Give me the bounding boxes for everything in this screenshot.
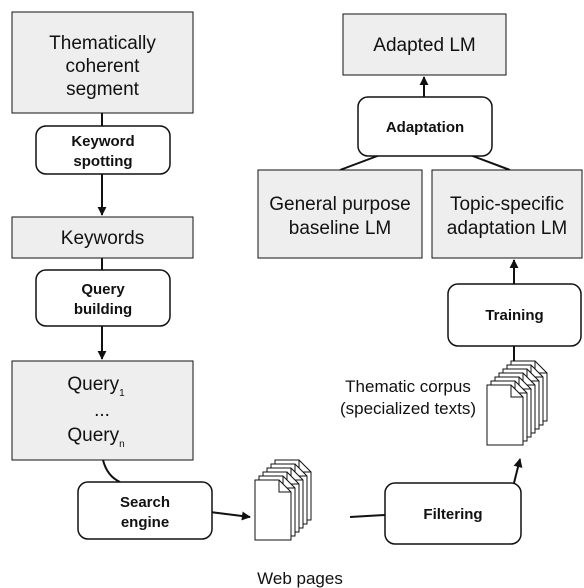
general-baseline-lm-line-2: baseline LM <box>289 218 391 239</box>
training-box: Training <box>447 283 582 347</box>
query-n-label: Queryn <box>67 425 124 450</box>
edge-queries-to-searchengine <box>102 459 121 483</box>
thematic-corpus-stack-icon <box>486 360 548 446</box>
edge-generallm-to-adaptation <box>339 154 381 171</box>
keywords-label: Keywords <box>61 228 144 249</box>
search-engine-line-2: engine <box>121 514 169 531</box>
thematic-segment-box: Thematically coherent segment <box>11 11 194 114</box>
query-building-box: Query building <box>35 269 171 327</box>
filtering-label: Filtering <box>423 506 482 523</box>
keyword-spotting-box: Keyword spotting <box>35 125 171 175</box>
training-label: Training <box>485 307 543 324</box>
filtering-box: Filtering <box>384 482 522 545</box>
thematic-segment-line-3: segment <box>66 79 140 100</box>
query-1-label: Query1 <box>67 374 125 399</box>
search-engine-line-1: Search <box>120 494 170 511</box>
queries-ellipsis: ... <box>94 400 110 421</box>
keyword-spotting-line-2: spotting <box>73 153 132 170</box>
web-pages-stack-icon <box>254 459 312 541</box>
search-engine-box: Search engine <box>77 481 213 540</box>
thematic-corpus-line-1: Thematic corpus <box>345 377 471 396</box>
edge-filtering-to-corpus <box>513 458 523 484</box>
topic-specific-lm-line-2: adaptation LM <box>447 218 567 239</box>
query-building-line-2: building <box>74 301 132 318</box>
edge-searchengine-to-webpages <box>209 511 251 521</box>
thematic-segment-line-1: Thematically <box>49 33 156 54</box>
adapted-lm-label: Adapted LM <box>373 35 475 56</box>
general-baseline-lm-line-1: General purpose <box>269 194 411 215</box>
thematic-corpus-line-2: (specialized texts) <box>340 399 476 418</box>
adaptation-box: Adaptation <box>357 96 493 157</box>
general-baseline-lm-box: General purpose baseline LM <box>257 169 423 259</box>
edge-topiclm-to-adaptation <box>469 154 511 171</box>
keywords-box: Keywords <box>11 216 194 259</box>
web-pages-label: Web pages <box>257 569 343 588</box>
thematic-segment-line-2: coherent <box>66 56 141 77</box>
topic-specific-lm-box: Topic-specific adaptation LM <box>431 169 583 259</box>
adapted-lm-box: Adapted LM <box>342 13 507 76</box>
query-building-line-1: Query <box>81 281 125 298</box>
connectors <box>97 76 523 521</box>
queries-box: Query1 ... Queryn <box>11 360 194 461</box>
keyword-spotting-line-1: Keyword <box>71 133 134 150</box>
edge-webpages-to-filtering <box>349 514 386 518</box>
topic-specific-lm-line-1: Topic-specific <box>450 194 564 215</box>
adaptation-label: Adaptation <box>386 119 464 136</box>
